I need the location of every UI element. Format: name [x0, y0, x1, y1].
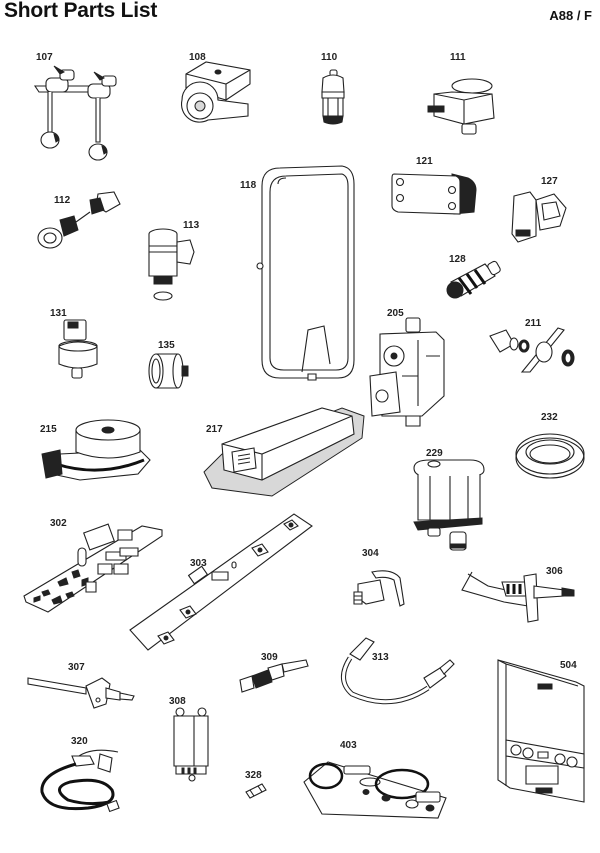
- diverter-cartridge-icon: [445, 258, 503, 300]
- gas-valve-icon: [366, 316, 446, 426]
- part-label: 121: [416, 156, 433, 167]
- part-label: 302: [50, 518, 67, 529]
- part-label: 308: [169, 696, 186, 707]
- pressure-gauge-icon: [148, 352, 194, 392]
- ignition-unit-icon: [172, 706, 210, 782]
- part-label: 111: [450, 52, 466, 63]
- wiring-harness-icon: [38, 746, 124, 818]
- air-box-icon: [202, 402, 366, 498]
- part-label: 306: [546, 566, 563, 577]
- pressure-sensor-icon: [56, 318, 102, 382]
- part-label: 504: [560, 660, 577, 671]
- part-label: 229: [426, 448, 443, 459]
- front-panel-icon: [496, 656, 586, 808]
- part-label: 112: [54, 195, 71, 206]
- pressure-relief-valve-icon: [146, 228, 202, 304]
- condensate-trap-icon: [410, 458, 486, 554]
- page-title: Short Parts List: [4, 0, 158, 22]
- fuse-icon: [244, 782, 268, 798]
- ignition-lead-icon: [332, 636, 456, 708]
- part-label: 118: [240, 180, 257, 191]
- part-label: 304: [362, 548, 379, 559]
- part-label: 215: [40, 424, 57, 435]
- filling-loop-cartridge-icon: [36, 190, 126, 250]
- part-label: 131: [50, 308, 67, 319]
- part-label: 128: [449, 254, 466, 265]
- diverter-actuator-icon: [428, 78, 500, 136]
- part-label: 205: [387, 308, 404, 319]
- injector-kit-icon: [488, 326, 578, 376]
- expansion-vessel-icon: [258, 164, 354, 386]
- part-label: 303: [190, 558, 207, 569]
- main-pcb-icon: [22, 520, 164, 618]
- part-label: 403: [340, 740, 357, 751]
- plate-heat-exchanger-icon: [390, 172, 478, 220]
- overheat-thermostat-icon: [238, 658, 310, 694]
- display-pcb-icon: [128, 512, 314, 652]
- part-label: 328: [245, 770, 262, 781]
- fan-icon: [40, 418, 152, 482]
- auto-air-vent-icon: [318, 70, 348, 130]
- pump-icon: [178, 60, 258, 120]
- part-label: 127: [541, 176, 558, 187]
- part-label: 320: [71, 736, 88, 747]
- seal-kit-icon: [302, 758, 448, 822]
- part-label: 113: [183, 220, 200, 231]
- part-label: 110: [321, 52, 338, 63]
- model-code: A88 / F: [549, 8, 592, 23]
- part-label: 135: [158, 340, 175, 351]
- sensor-probe-icon: [26, 676, 136, 710]
- part-label: 107: [36, 52, 53, 63]
- thermistor-clip-icon: [352, 570, 408, 612]
- part-label: 232: [541, 412, 558, 423]
- part-label: 217: [206, 424, 223, 435]
- isolation-valves-icon: [30, 62, 125, 162]
- part-label: 211: [525, 318, 542, 329]
- flue-seal-icon: [514, 432, 586, 480]
- flow-switch-icon: [508, 190, 568, 246]
- electrode-icon: [458, 568, 576, 626]
- part-label: 307: [68, 662, 85, 673]
- part-label: 108: [189, 52, 206, 63]
- part-label: 309: [261, 652, 278, 663]
- part-label: 313: [372, 652, 389, 663]
